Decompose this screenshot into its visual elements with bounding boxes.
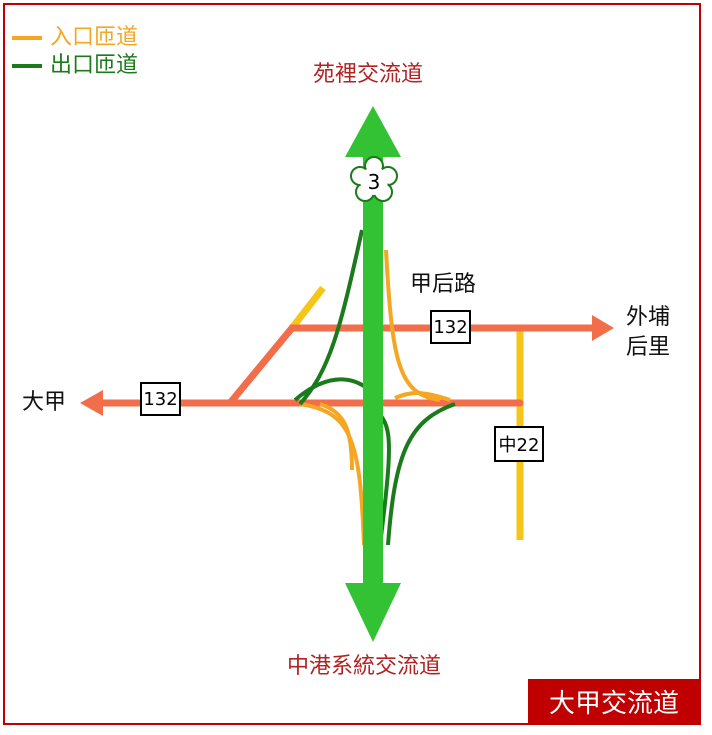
freeway-3-shaft bbox=[363, 150, 383, 590]
legend-entrance: 入口匝道 bbox=[12, 24, 138, 52]
arrow-north bbox=[345, 106, 401, 157]
route-shield-132-west: 132 bbox=[140, 382, 181, 416]
freeway-shield-3-icon bbox=[350, 156, 398, 202]
arrow-east-waipu bbox=[592, 315, 614, 341]
county-road-stub bbox=[289, 285, 326, 331]
route-shield-zhong22: 中22 bbox=[494, 426, 544, 462]
arrow-south bbox=[345, 583, 401, 642]
west-destination: 大甲 bbox=[22, 390, 67, 415]
east-destination-line1: 外埔 bbox=[626, 305, 671, 330]
road-name: 甲后路 bbox=[410, 272, 477, 297]
legend-exit-label: 出口匝道 bbox=[50, 53, 139, 78]
exit-swatch bbox=[12, 64, 42, 68]
arrow-west-daja bbox=[80, 390, 103, 416]
legend: 入口匝道 出口匝道 bbox=[12, 24, 138, 80]
entrance-swatch bbox=[12, 36, 42, 40]
freeway-number: 3 bbox=[368, 170, 381, 194]
south-destination: 中港系統交流道 bbox=[287, 654, 442, 679]
interchange-title: 大甲交流道 bbox=[528, 679, 700, 723]
east-destination-line2: 后里 bbox=[626, 335, 671, 360]
entrance-ramps-upper bbox=[319, 391, 451, 471]
route-shield-132-east: 132 bbox=[430, 310, 471, 344]
legend-entrance-label: 入口匝道 bbox=[50, 25, 139, 50]
north-destination: 苑裡交流道 bbox=[313, 62, 424, 87]
map-frame bbox=[3, 3, 701, 725]
legend-exit: 出口匝道 bbox=[12, 52, 138, 80]
